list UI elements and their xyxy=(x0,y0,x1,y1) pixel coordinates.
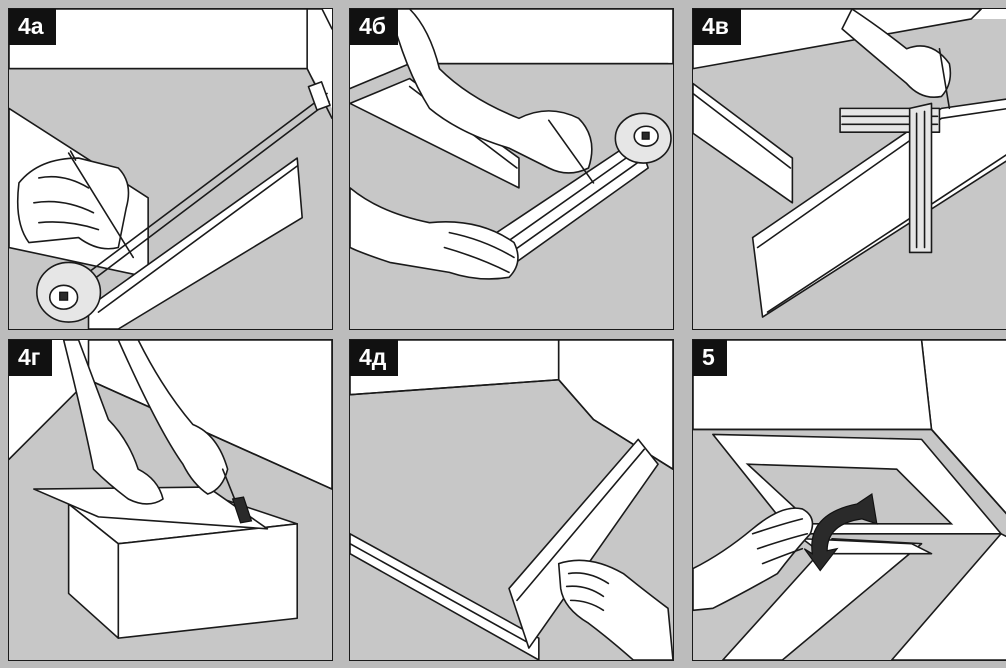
step-panel-4v: 4в xyxy=(692,8,1006,330)
step-label: 5 xyxy=(693,340,727,376)
step-label: 4б xyxy=(350,9,398,45)
step-panel-5: 5 xyxy=(692,339,1006,661)
step-label: 4а xyxy=(9,9,56,45)
step-panel-4g: 4г xyxy=(8,339,333,661)
step-5-illustration xyxy=(693,340,1006,660)
step-4a-illustration xyxy=(9,9,332,329)
step-4g-illustration xyxy=(9,340,332,660)
step-label: 4д xyxy=(350,340,398,376)
step-label: 4в xyxy=(693,9,741,45)
step-4d-illustration xyxy=(350,340,673,660)
step-4b-illustration xyxy=(350,9,673,329)
step-4v-illustration xyxy=(693,9,1006,329)
step-panel-4b: 4б xyxy=(349,8,674,330)
step-panel-4d: 4д xyxy=(349,339,674,661)
step-label: 4г xyxy=(9,340,52,376)
step-panel-4a: 4а xyxy=(8,8,333,330)
